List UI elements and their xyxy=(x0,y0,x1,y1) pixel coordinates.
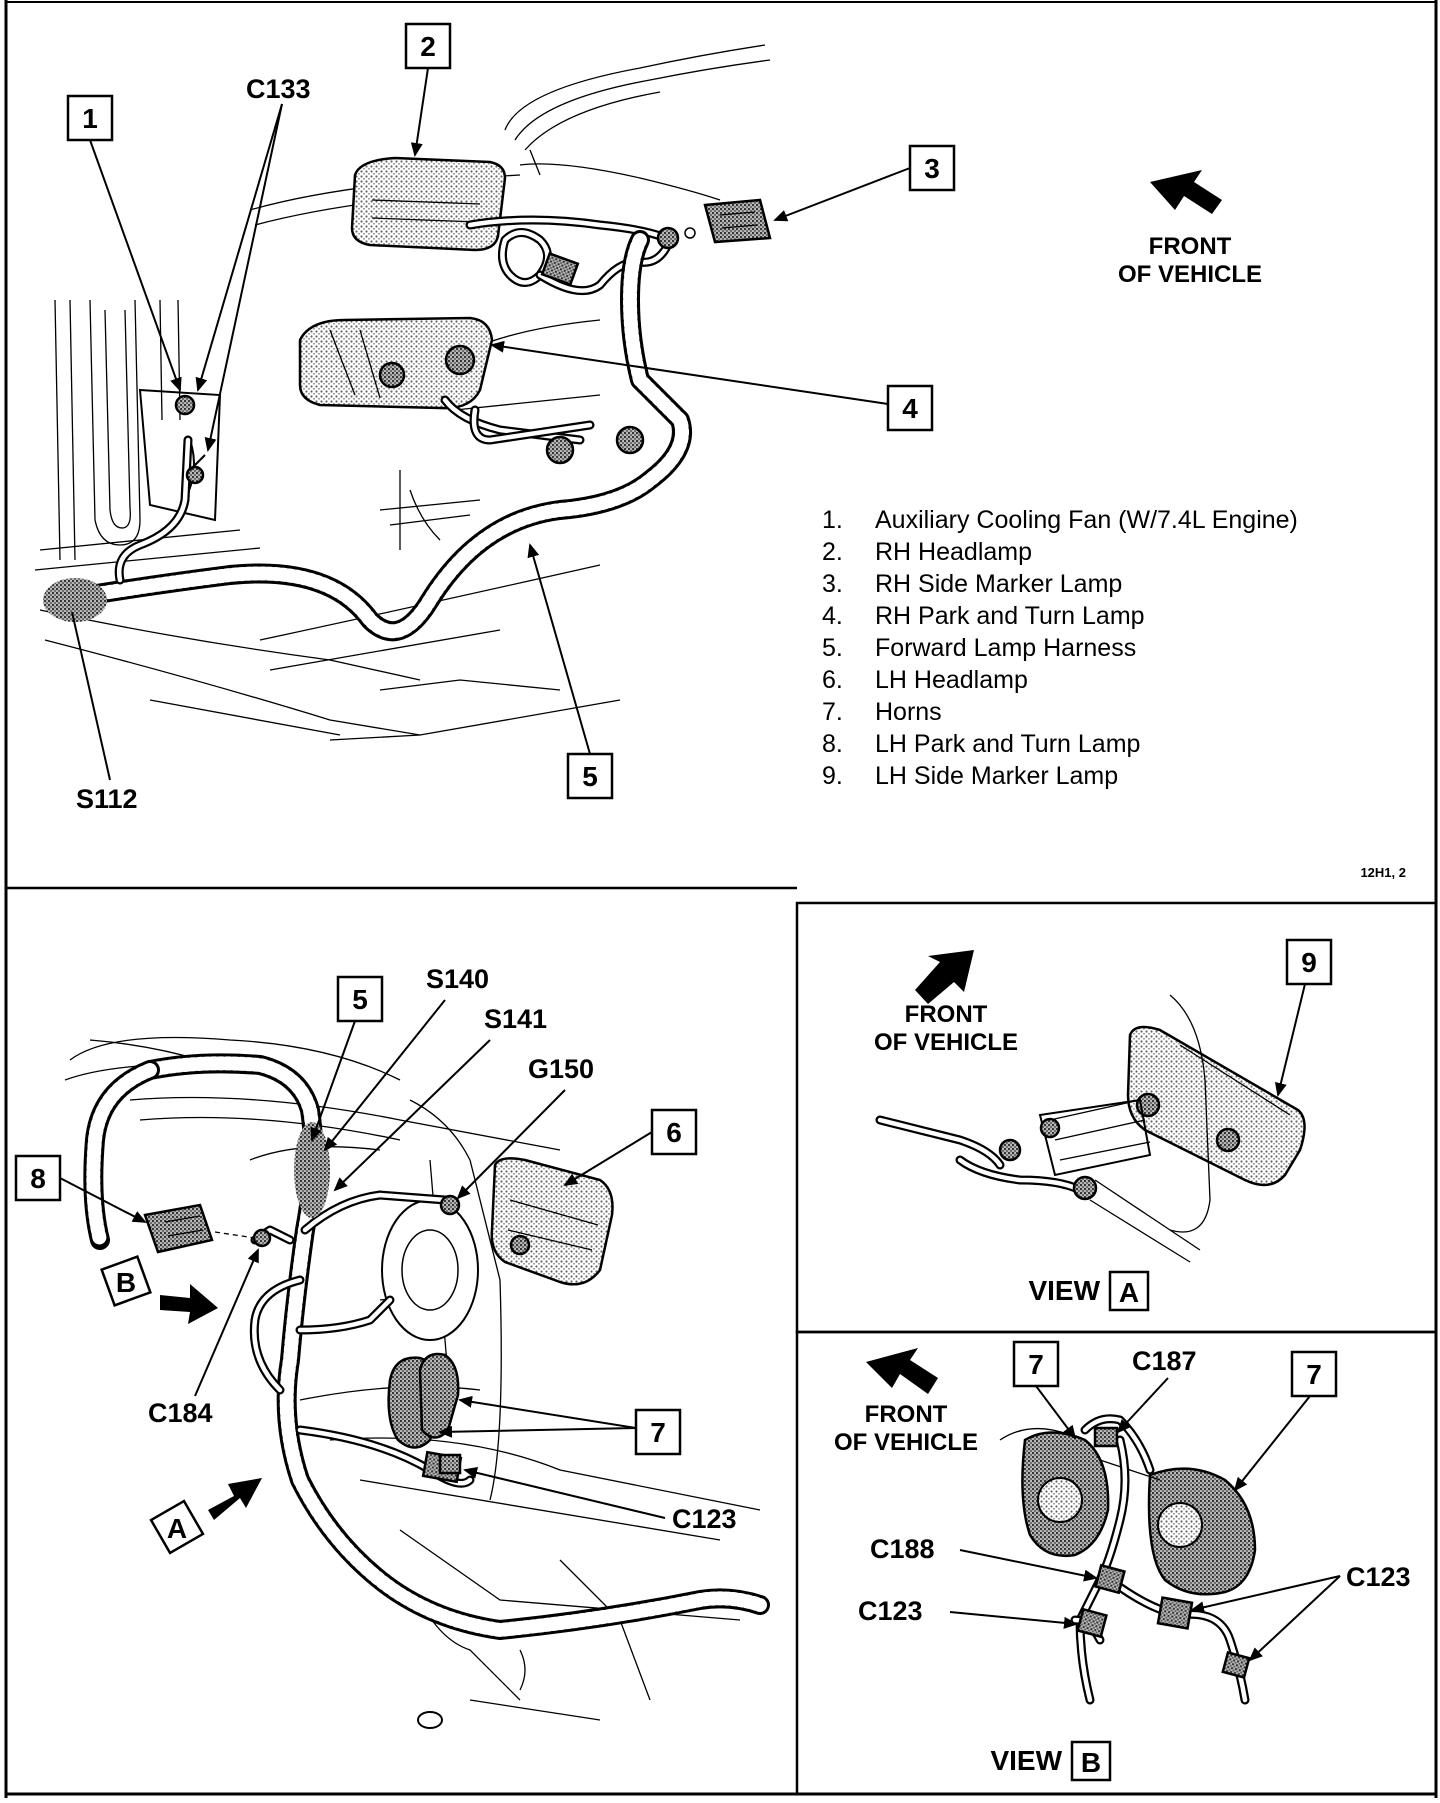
legend-num-1: 1. xyxy=(822,506,843,534)
callout-4: 4 xyxy=(490,340,934,432)
callout-2: 2 xyxy=(404,22,452,157)
legend-num-8: 8. xyxy=(822,730,843,758)
callout-7-left-label: 7 xyxy=(1028,1349,1044,1380)
s140-label: S140 xyxy=(426,964,489,994)
view-a-arrow-icon xyxy=(208,1478,262,1520)
callout-5-lower-label: 5 xyxy=(352,984,368,1015)
view-marker-b-label: B xyxy=(116,1267,136,1298)
g150-label: G150 xyxy=(528,1054,594,1084)
view-b-illustration: FRONT OF VEHICLE 7 7 C187 C188 xyxy=(834,1340,1411,1782)
callout-6: 6 xyxy=(563,1108,698,1187)
front-arrow-icon xyxy=(915,950,974,1004)
legend-num-4: 4. xyxy=(822,602,843,630)
front-arrow-icon xyxy=(1150,170,1222,214)
view-a-front-line2: OF VEHICLE xyxy=(874,1029,1018,1056)
c188-label: C188 xyxy=(870,1534,935,1564)
legend-num-2: 2. xyxy=(822,538,843,566)
callout-1-label: 1 xyxy=(82,103,98,134)
callout-1: 1 xyxy=(66,94,182,392)
callout-5-label: 5 xyxy=(582,761,598,792)
legend-item-7: Horns xyxy=(875,698,942,726)
front-arrow-icon xyxy=(866,1348,938,1394)
bottom-left-callouts: 5 S140 S141 G150 6 8 C184 xyxy=(14,964,737,1555)
view-a-front-line1: FRONT xyxy=(905,1001,988,1028)
front-label-line1: FRONT xyxy=(1149,233,1232,260)
bottom-left-illustration xyxy=(64,1036,770,1729)
callout-4-label: 4 xyxy=(902,393,918,424)
view-a-letter: A xyxy=(1119,1277,1139,1308)
s140-label-group: S140 xyxy=(323,964,489,1152)
legend-item-6: LH Headlamp xyxy=(875,666,1028,694)
callout-7-right-label: 7 xyxy=(1306,1359,1322,1390)
view-marker-a: A xyxy=(149,1478,262,1555)
view-b-word: VIEW xyxy=(990,1745,1062,1776)
legend-item-4: RH Park and Turn Lamp xyxy=(875,602,1145,630)
top-front-marker: FRONT OF VEHICLE xyxy=(1118,170,1262,288)
legend: 1. Auxiliary Cooling Fan (W/7.4L Engine)… xyxy=(822,506,1298,790)
s141-label: S141 xyxy=(484,1004,547,1034)
view-b-frame xyxy=(795,1330,1438,1796)
callout-5: 5 xyxy=(527,543,614,800)
callout-5-lower: 5 xyxy=(310,975,384,1142)
view-marker-b: B xyxy=(100,1255,218,1324)
s112-label: S112 xyxy=(76,784,138,814)
view-marker-a-label: A xyxy=(167,1513,187,1544)
legend-item-8: LH Park and Turn Lamp xyxy=(875,730,1140,758)
legend-item-3: RH Side Marker Lamp xyxy=(875,570,1122,598)
top-illustration xyxy=(34,44,772,741)
figure-reference: 12H1, 2 xyxy=(1360,865,1406,880)
view-b-letter: B xyxy=(1081,1747,1101,1778)
callout-8-label: 8 xyxy=(30,1163,46,1194)
legend-num-9: 9. xyxy=(822,762,843,790)
c123-left-label: C123 xyxy=(858,1596,923,1626)
view-a-word: VIEW xyxy=(1028,1275,1100,1306)
c123-label: C123 xyxy=(672,1504,737,1534)
view-a-illustration: FRONT OF VEHICLE 9 VIEW A xyxy=(874,938,1333,1312)
view-b-arrow-icon xyxy=(160,1284,218,1324)
view-b-front-line1: FRONT xyxy=(865,1401,948,1428)
legend-num-3: 3. xyxy=(822,570,843,598)
callout-3-label: 3 xyxy=(924,153,940,184)
callout-9-label: 9 xyxy=(1301,947,1317,978)
legend-item-9: LH Side Marker Lamp xyxy=(875,762,1118,790)
c184-label: C184 xyxy=(148,1398,213,1428)
view-a-frame xyxy=(795,901,1438,1334)
c133-label-group: C133 xyxy=(195,74,311,452)
s141-label-group: S141 xyxy=(333,1004,547,1192)
panel-frames xyxy=(4,0,1438,1798)
legend-item-5: Forward Lamp Harness xyxy=(875,634,1136,662)
legend-num-7: 7. xyxy=(822,698,843,726)
c123-right-label: C123 xyxy=(1346,1562,1411,1592)
callout-2-label: 2 xyxy=(420,31,436,62)
c123-label-group: C123 xyxy=(463,1466,737,1534)
callout-8: 8 xyxy=(14,1154,147,1223)
c184-label-group: C184 xyxy=(148,1248,259,1428)
legend-num-5: 5. xyxy=(822,634,843,662)
top-callouts: 1 2 3 4 5 C133 S112 xyxy=(66,22,956,814)
callout-3: 3 xyxy=(773,144,956,222)
legend-item-2: RH Headlamp xyxy=(875,538,1032,566)
legend-item-1: Auxiliary Cooling Fan (W/7.4L Engine) xyxy=(875,506,1298,534)
callout-7-lower-label: 7 xyxy=(650,1417,666,1448)
s112-label-group: S112 xyxy=(71,611,138,814)
front-label-line2: OF VEHICLE xyxy=(1118,261,1262,288)
callout-7-lower: 7 xyxy=(438,1395,682,1456)
g150-label-group: G150 xyxy=(456,1054,594,1200)
c133-label: C133 xyxy=(246,74,311,104)
c187-label: C187 xyxy=(1132,1346,1197,1376)
legend-num-6: 6. xyxy=(822,666,843,694)
callout-6-label: 6 xyxy=(666,1117,682,1148)
view-b-front-line2: OF VEHICLE xyxy=(834,1429,978,1456)
